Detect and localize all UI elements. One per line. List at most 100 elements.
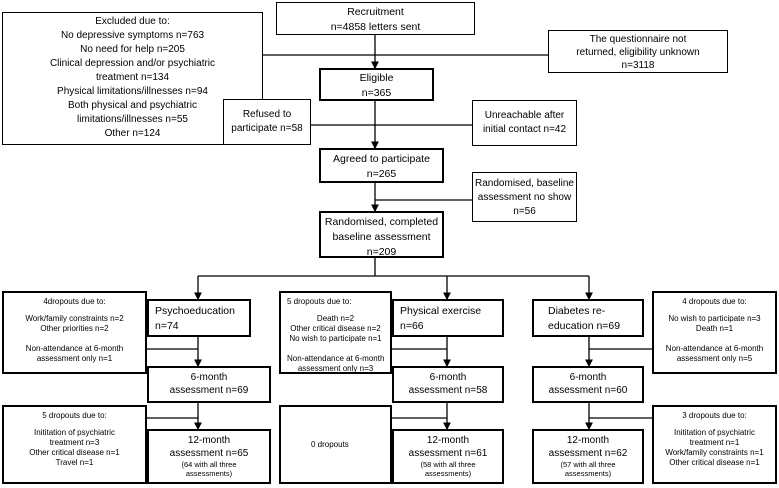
arm-physical-exercise-box: Physical exercise n=66 bbox=[392, 299, 504, 337]
twelve-month-note: (57 with all three bbox=[560, 460, 616, 469]
twelve-month-note: assessments) bbox=[564, 469, 612, 478]
dropouts-psychoeducation-6m: 4dropouts due to: Work/family constraint… bbox=[2, 291, 147, 374]
twelve-month-label: 12-month bbox=[187, 435, 231, 446]
dropouts-line bbox=[287, 344, 384, 354]
dropouts-diabetes-12m: 3 dropouts due to: Inititation of psychi… bbox=[652, 405, 777, 484]
dropouts-exercise-6m: 5 dropouts due to: Death n=2 Other criti… bbox=[279, 291, 392, 374]
excluded-line: treatment n=134 bbox=[95, 72, 170, 83]
arm-psychoeducation-box: Psychoeducation n=74 bbox=[147, 299, 251, 337]
dropouts-line: Non-attendance at 6-month bbox=[665, 344, 764, 353]
twelve-month-note: (64 with all three bbox=[181, 460, 237, 469]
twelve-month-note: assessments) bbox=[424, 469, 472, 478]
dropouts-line: Other critical disease n=1 bbox=[669, 458, 760, 467]
excluded-title: Excluded due to: bbox=[95, 16, 170, 27]
eligible-box: Eligible n=365 bbox=[319, 68, 434, 101]
dropouts-line: Death n=2 bbox=[316, 314, 355, 323]
excluded-line: Physical limitations/illnesses n=94 bbox=[57, 86, 208, 97]
randomised-line: n=209 bbox=[366, 246, 397, 258]
arm-name: Physical exercise bbox=[400, 305, 482, 317]
dropouts-line: Non-attendance at 6-month bbox=[25, 344, 124, 353]
excluded-line: Other n=124 bbox=[104, 128, 161, 139]
dropouts-title: 5 dropouts due to: bbox=[287, 297, 352, 306]
unreachable-line: initial contact n=42 bbox=[482, 124, 567, 135]
randomised-line: Randomised, completed bbox=[324, 216, 439, 228]
physical-exercise-12m-box: 12-month assessment n=61 (58 with all th… bbox=[392, 429, 504, 484]
agreed-title: Agreed to participate bbox=[333, 153, 430, 165]
dropouts-line: treatment n=1 bbox=[689, 438, 740, 447]
twelve-month-count: assessment n=62 bbox=[548, 448, 628, 459]
physical-exercise-6m-box: 6-month assessment n=58 bbox=[392, 366, 504, 403]
dropouts-title: 0 dropouts bbox=[311, 440, 349, 449]
dropouts-line: Inititation of psychiatric bbox=[674, 428, 755, 437]
not-returned-line: n=3118 bbox=[621, 60, 655, 71]
refused-line: Refused to bbox=[242, 109, 292, 120]
dropouts-line: Other priorities n=2 bbox=[40, 324, 109, 333]
twelve-month-label: 12-month bbox=[566, 435, 610, 446]
arm-name: Psychoeducation bbox=[155, 305, 235, 317]
twelve-month-count: assessment n=61 bbox=[408, 448, 488, 459]
diabetes-12m-box: 12-month assessment n=62 (57 with all th… bbox=[532, 429, 644, 484]
dropouts-line: assessment only n=1 bbox=[36, 354, 113, 363]
excluded-line: No depressive symptoms n=763 bbox=[60, 30, 205, 41]
excluded-line: Clinical depression and/or psychiatric bbox=[49, 58, 216, 69]
dropouts-line: Death n=1 bbox=[695, 324, 734, 333]
dropouts-line: Work/family constraints n=1 bbox=[665, 448, 764, 457]
twelve-month-note: (58 with all three bbox=[420, 460, 476, 469]
not-returned-box: The questionnaire not returned, eligibil… bbox=[548, 30, 728, 73]
dropouts-line: Other critical disease n=1 bbox=[29, 448, 120, 457]
dropouts-exercise-12m: 0 dropouts bbox=[279, 405, 392, 484]
twelve-month-note: assessments) bbox=[185, 469, 233, 478]
dropouts-diabetes-6m: 4 dropouts due to: No wish to participat… bbox=[652, 291, 777, 374]
dropouts-title: 4dropouts due to: bbox=[43, 297, 106, 306]
refused-line: participate n=58 bbox=[231, 123, 303, 134]
no-show-line: n=56 bbox=[513, 206, 536, 217]
dropouts-psychoeducation-12m: 5 dropouts due to: Inititation of psychi… bbox=[2, 405, 147, 484]
arm-diabetes-reeducation-box: Diabetes re- education n=69 bbox=[532, 299, 644, 337]
dropouts-title: 4 dropouts due to: bbox=[682, 297, 747, 306]
dropouts-line: assessment only n=5 bbox=[676, 354, 753, 363]
eligible-title: Eligible bbox=[359, 72, 394, 84]
arm-count: n=74 bbox=[155, 320, 179, 332]
recruitment-box: Recruitment n=4858 letters sent bbox=[276, 2, 475, 35]
six-month-label: 6-month bbox=[569, 372, 607, 383]
twelve-month-count: assessment n=65 bbox=[169, 448, 249, 459]
dropouts-line: No wish to participate n=3 bbox=[668, 314, 761, 323]
dropouts-line: treatment n=3 bbox=[49, 438, 100, 447]
excluded-box: Excluded due to: No depressive symptoms … bbox=[2, 12, 263, 145]
not-returned-line: returned, eligibility unknown bbox=[576, 47, 700, 58]
refused-box: Refused to participate n=58 bbox=[223, 99, 311, 145]
psychoeducation-12m-box: 12-month assessment n=65 (64 with all th… bbox=[147, 429, 271, 484]
no-show-line: Randomised, baseline bbox=[475, 178, 574, 189]
recruitment-count: n=4858 letters sent bbox=[330, 21, 421, 33]
agreed-count: n=265 bbox=[366, 168, 397, 180]
no-show-box: Randomised, baseline assessment no show … bbox=[472, 172, 577, 222]
unreachable-box: Unreachable after initial contact n=42 bbox=[472, 100, 577, 146]
agreed-box: Agreed to participate n=265 bbox=[319, 148, 444, 183]
dropouts-line bbox=[654, 334, 775, 344]
excluded-line: Both physical and psychiatric bbox=[68, 100, 197, 111]
arm-name-continued: education n=69 bbox=[548, 320, 621, 332]
dropouts-line: No wish to participate n=1 bbox=[289, 334, 382, 343]
dropouts-title: 5 dropouts due to: bbox=[42, 411, 107, 420]
dropouts-line: Travel n=1 bbox=[55, 458, 94, 467]
arm-count: n=66 bbox=[400, 320, 424, 332]
six-month-count: assessment n=58 bbox=[408, 385, 488, 396]
dropouts-line: Non-attendance at 6-month bbox=[287, 354, 385, 363]
diabetes-6m-box: 6-month assessment n=60 bbox=[532, 366, 644, 403]
not-returned-line: The questionnaire not bbox=[589, 34, 687, 45]
randomised-box: Randomised, completed baseline assessmen… bbox=[319, 211, 444, 258]
twelve-month-label: 12-month bbox=[426, 435, 470, 446]
dropouts-line: Other critical disease n=2 bbox=[290, 324, 381, 333]
unreachable-line: Unreachable after bbox=[484, 110, 565, 121]
six-month-count: assessment n=60 bbox=[548, 385, 628, 396]
dropouts-line: Inititation of psychiatric bbox=[34, 428, 115, 437]
six-month-label: 6-month bbox=[429, 372, 467, 383]
arm-name: Diabetes re- bbox=[548, 305, 606, 317]
dropouts-title: 3 dropouts due to: bbox=[682, 411, 747, 420]
six-month-label: 6-month bbox=[190, 372, 228, 383]
dropouts-line bbox=[4, 334, 145, 344]
excluded-line: No need for help n=205 bbox=[80, 44, 185, 55]
dropouts-line: Work/family constraints n=2 bbox=[25, 314, 124, 323]
dropouts-line: assessment only n=3 bbox=[297, 364, 374, 373]
